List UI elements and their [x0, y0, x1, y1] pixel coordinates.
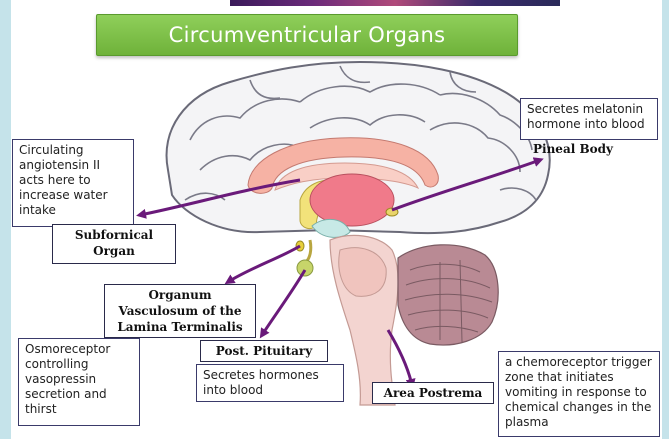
- subfornical-label-line-2: Organ: [57, 243, 171, 259]
- pineal-body-label: Pineal Body: [533, 142, 613, 156]
- pituitary-gland: [297, 260, 313, 276]
- pineal-note-line-2: hormone into blood: [527, 117, 651, 132]
- ovlt-label-line-3: Lamina Terminalis: [109, 319, 251, 335]
- pineal-note-line-1: Secretes melatonin: [527, 102, 651, 117]
- ovlt-label-line-2: Vasculosum of the: [109, 303, 251, 319]
- subfornical-note: Circulating angiotensin II acts here to …: [12, 139, 134, 227]
- area-postrema-note-line-3: vomiting in response to: [505, 385, 653, 400]
- subfornical-note-line-2: angiotensin II: [19, 158, 127, 173]
- arrow-pituitary: [262, 270, 305, 335]
- ovlt-note-line-4: secretion and: [25, 387, 133, 402]
- pituitary-note-line-1: Secretes hormones: [203, 368, 337, 383]
- post-pituitary-label: Post. Pituitary: [200, 340, 328, 362]
- area-postrema-label: Area Postrema: [372, 382, 494, 404]
- ovlt-note: Osmoreceptor controlling vasopressin sec…: [18, 338, 140, 426]
- ovlt-note-line-2: controlling: [25, 357, 133, 372]
- pituitary-stalk: [306, 240, 311, 262]
- subfornical-note-line-3: acts here to: [19, 173, 127, 188]
- pituitary-note-line-2: into blood: [203, 383, 337, 398]
- area-postrema-note-line-1: a chemoreceptor trigger: [505, 355, 653, 370]
- ovlt-note-line-1: Osmoreceptor: [25, 342, 133, 357]
- pineal-note: Secretes melatonin hormone into blood: [520, 98, 658, 140]
- thalamus: [310, 174, 394, 226]
- arrow-ovlt: [228, 246, 300, 282]
- area-postrema-note-line-2: zone that initiates: [505, 370, 653, 385]
- subfornical-note-line-5: intake: [19, 203, 127, 218]
- ovlt-note-line-3: vasopressin: [25, 372, 133, 387]
- subfornical-organ-label: Subfornical Organ: [52, 224, 176, 264]
- pituitary-note: Secretes hormones into blood: [196, 364, 344, 402]
- ovlt-note-line-5: thirst: [25, 402, 133, 417]
- area-postrema-note: a chemoreceptor trigger zone that initia…: [498, 351, 660, 437]
- subfornical-note-line-4: increase water: [19, 188, 127, 203]
- cerebellum: [398, 245, 498, 345]
- ovlt-label-line-1: Organum: [109, 287, 251, 303]
- subfornical-note-line-1: Circulating: [19, 143, 127, 158]
- ovlt-label: Organum Vasculosum of the Lamina Termina…: [104, 284, 256, 338]
- area-postrema-note-line-5: plasma: [505, 415, 653, 430]
- subfornical-label-line-1: Subfornical: [57, 227, 171, 243]
- area-postrema-note-line-4: chemical changes in the: [505, 400, 653, 415]
